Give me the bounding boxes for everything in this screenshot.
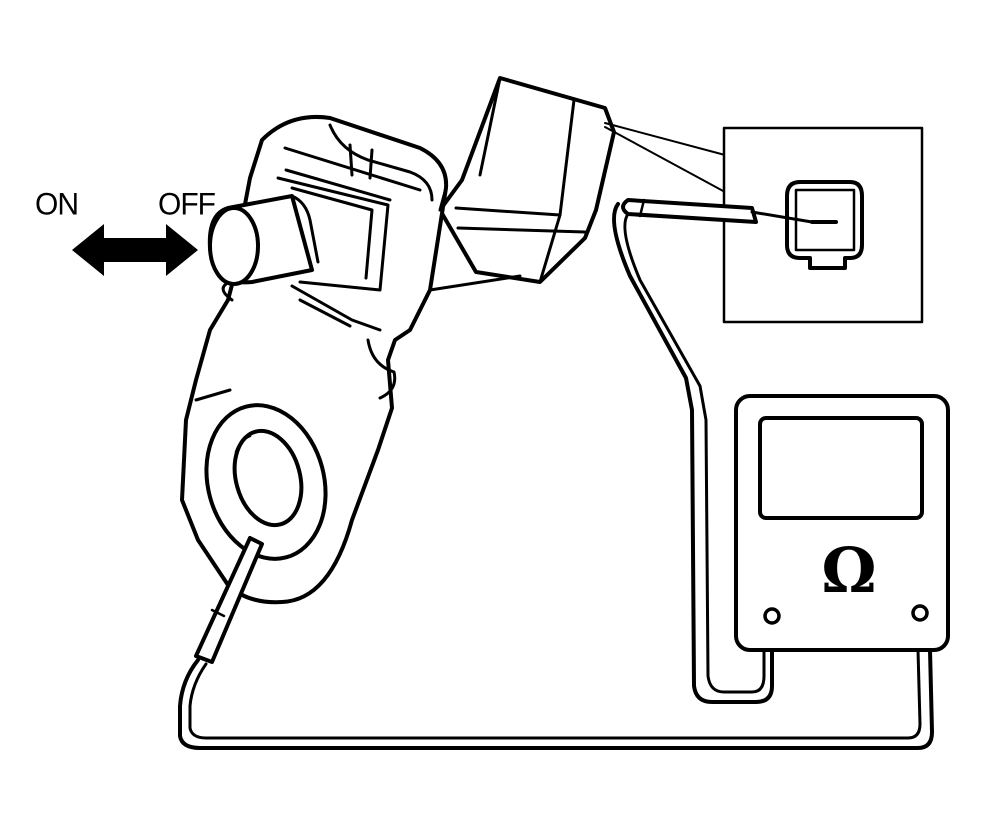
switch-push-knob xyxy=(207,194,320,286)
double-arrow-icon xyxy=(72,224,198,276)
off-label: OFF xyxy=(158,187,216,222)
switch-mounting-ring xyxy=(204,403,328,561)
on-label: ON xyxy=(35,187,79,222)
switch-connector-housing xyxy=(438,76,616,284)
test-lead-wires xyxy=(178,202,934,750)
ohmmeter-terminal-right xyxy=(911,604,929,622)
ohmmeter-display xyxy=(758,416,924,520)
ohm-symbol: Ω xyxy=(821,534,877,607)
connector-inset xyxy=(722,126,924,324)
connector-terminal-icon xyxy=(785,180,864,270)
upper-test-probe xyxy=(621,198,814,224)
ohmmeter-terminal-left xyxy=(763,607,781,625)
lower-test-probe xyxy=(194,536,264,664)
ohmmeter-icon xyxy=(734,394,950,652)
inset-leader-lines xyxy=(604,122,726,193)
